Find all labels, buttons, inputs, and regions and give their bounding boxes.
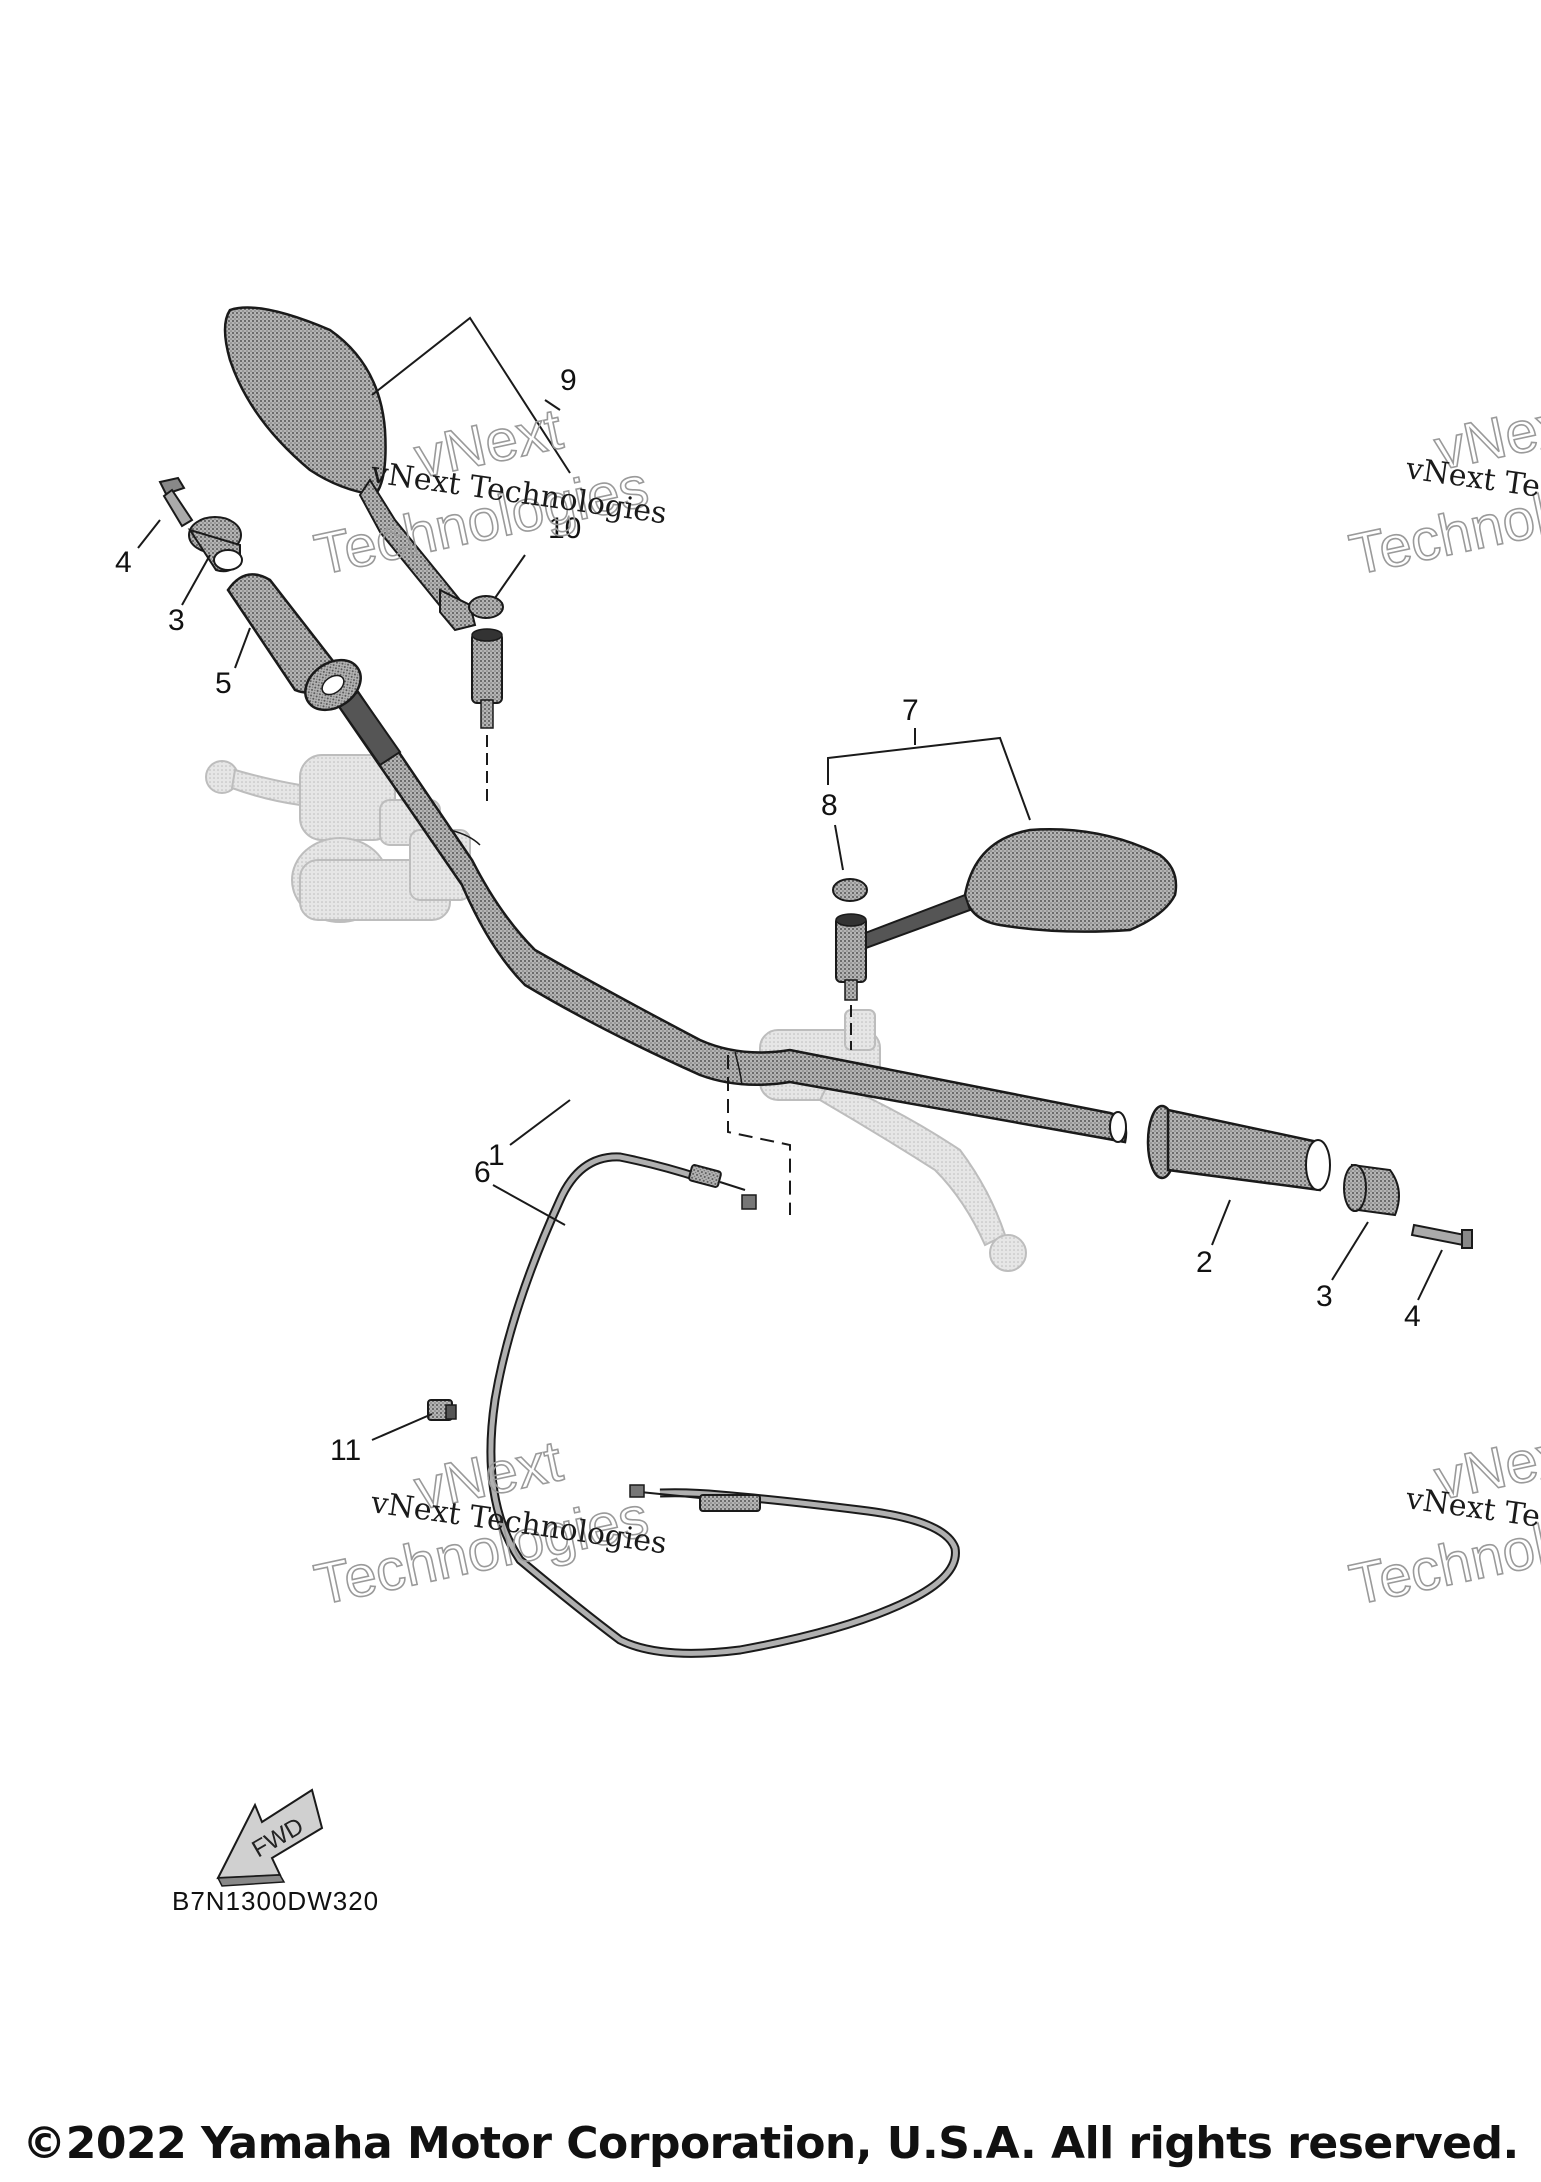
diagram-code: B7N1300DW320 — [172, 1886, 379, 1916]
callout-labels: 9 10 4 3 5 7 8 1 6 2 3 4 11 — [115, 364, 1421, 1467]
callout-9: 9 — [560, 364, 577, 397]
right-bar-end-screw — [1410, 1223, 1473, 1249]
callout-10: 10 — [548, 512, 581, 545]
callout-8: 8 — [821, 789, 838, 822]
left-grip — [226, 573, 362, 712]
left-mirror — [223, 306, 477, 632]
copyright-notice: ©2022 Yamaha Motor Corporation, U.S.A. A… — [22, 2118, 1519, 2169]
callout-3-left: 3 — [168, 604, 185, 637]
left-bar-end-screw — [158, 476, 194, 528]
forward-arrow-icon: FWD — [216, 1788, 324, 1887]
left-lever-assembly-ghost — [205, 754, 471, 923]
callout-11: 11 — [330, 1434, 361, 1467]
right-mirror-cap — [832, 878, 868, 902]
leader-lines — [137, 316, 1443, 1441]
left-mirror-cap — [468, 595, 504, 619]
handlebar — [336, 690, 1128, 1144]
right-bar-end-weight — [1343, 1163, 1400, 1217]
callout-7: 7 — [902, 694, 919, 727]
right-mirror — [858, 828, 1178, 950]
callout-2: 2 — [1196, 1246, 1213, 1279]
callout-5: 5 — [215, 667, 232, 700]
watermark-bottom-left: vNext Technologies vNext Technologies — [308, 1428, 668, 1619]
right-lever-assembly-ghost — [759, 1009, 1027, 1272]
left-mirror-holder — [471, 628, 503, 805]
left-bar-end-weight — [187, 516, 243, 573]
callout-6: 6 — [474, 1156, 491, 1189]
callout-4-left: 4 — [115, 546, 132, 579]
cable-clamp — [427, 1399, 457, 1421]
right-mirror-holder — [835, 913, 867, 1050]
cable — [486, 1152, 960, 1658]
callout-4-right: 4 — [1404, 1300, 1421, 1333]
callout-3-right: 3 — [1316, 1280, 1333, 1313]
callout-1: 1 — [488, 1139, 505, 1172]
right-grip — [1146, 1104, 1331, 1192]
watermark-top-right: vNext Technologies vNext Technologies — [1343, 388, 1541, 589]
watermark-bottom-right: vNext Technologies vNext Technologies — [1343, 1418, 1541, 1619]
